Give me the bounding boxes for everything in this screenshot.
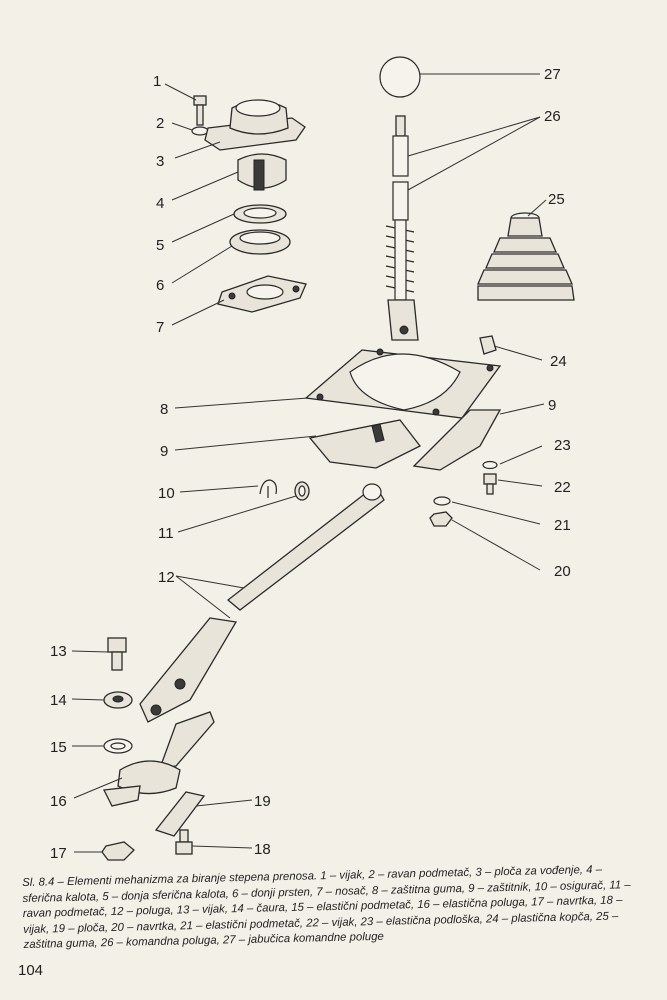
label-15: 15 bbox=[50, 739, 67, 756]
label-17: 17 bbox=[50, 845, 67, 862]
label-8: 8 bbox=[160, 401, 168, 418]
label-22: 22 bbox=[554, 479, 571, 496]
label-3: 3 bbox=[156, 153, 164, 170]
part-6-lower-ring bbox=[229, 229, 291, 255]
part-27-knob bbox=[379, 56, 421, 98]
label-2: 2 bbox=[156, 115, 164, 132]
part-1-screw bbox=[193, 95, 207, 126]
label-5: 5 bbox=[156, 237, 164, 254]
part-25-rubber-boot bbox=[477, 212, 575, 301]
part-21-lock-washer bbox=[433, 496, 451, 506]
label-27: 27 bbox=[544, 66, 561, 83]
part-11-washer bbox=[294, 481, 310, 501]
label-25: 25 bbox=[548, 191, 565, 208]
label-20: 20 bbox=[554, 563, 571, 580]
part-20-nut bbox=[429, 511, 453, 527]
label-26: 26 bbox=[544, 108, 561, 125]
figure-caption: Sl. 8.4 – Elementi mehanizma za biranje … bbox=[22, 863, 631, 951]
label-6: 6 bbox=[156, 277, 164, 294]
label-4: 4 bbox=[156, 195, 164, 212]
label-19: 19 bbox=[254, 793, 271, 810]
part-24-plastic-clip bbox=[479, 335, 497, 355]
label-11: 11 bbox=[158, 525, 174, 542]
part-19-plate bbox=[154, 791, 206, 837]
label-24: 24 bbox=[550, 353, 567, 370]
part-9-guard-right bbox=[412, 409, 502, 471]
page-number: 104 bbox=[18, 962, 44, 979]
part-7-support bbox=[217, 275, 307, 313]
part-10-clip bbox=[259, 479, 277, 498]
label-10: 10 bbox=[158, 485, 175, 502]
part-23-washer bbox=[482, 460, 498, 470]
part-2-washer bbox=[191, 126, 209, 136]
part-17-nut bbox=[101, 841, 135, 861]
part-15-elastic-washer bbox=[103, 738, 133, 754]
part-labels: 1 2 3 4 5 6 7 8 9 9 10 11 12 13 14 15 16… bbox=[50, 66, 571, 862]
label-21: 21 bbox=[554, 517, 571, 534]
part-16-elastic-lever bbox=[103, 711, 215, 807]
label-23: 23 bbox=[554, 437, 571, 454]
part-4-spherical-cap bbox=[237, 153, 287, 191]
label-14: 14 bbox=[50, 692, 67, 709]
label-1: 1 bbox=[153, 73, 161, 90]
part-26-control-lever bbox=[385, 115, 419, 341]
leader-lines bbox=[71, 73, 547, 853]
part-14-bushing bbox=[103, 691, 133, 709]
label-9-left: 9 bbox=[160, 443, 168, 460]
label-13: 13 bbox=[50, 643, 67, 660]
label-7: 7 bbox=[156, 319, 164, 336]
part-22-screw bbox=[483, 473, 497, 495]
part-18-screw bbox=[175, 829, 193, 855]
part-5-lower-cap bbox=[233, 204, 287, 224]
label-9-right: 9 bbox=[548, 397, 556, 414]
exploded-diagram: 1 2 3 4 5 6 7 8 9 9 10 11 12 13 14 15 16… bbox=[50, 56, 575, 862]
part-3-guide-plate bbox=[204, 99, 306, 151]
part-12-lever bbox=[139, 483, 385, 723]
label-12: 12 bbox=[158, 569, 175, 586]
part-9-guard-left bbox=[308, 419, 421, 469]
part-8-protective-rubber bbox=[304, 348, 502, 419]
part-13-screw bbox=[107, 637, 127, 671]
label-18: 18 bbox=[254, 841, 271, 858]
label-16: 16 bbox=[50, 793, 67, 810]
